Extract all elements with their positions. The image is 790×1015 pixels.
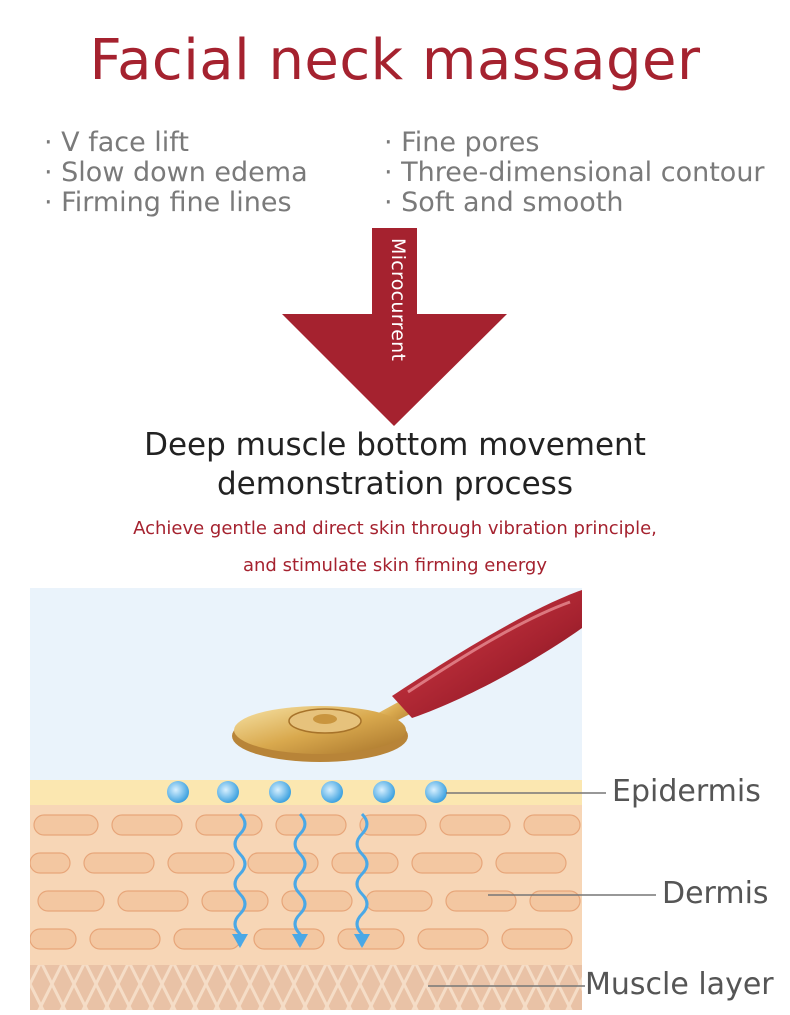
feature-item: · Fine pores xyxy=(384,127,540,158)
feature-item: · Firming fine lines xyxy=(44,187,292,218)
dermis-label: Dermis xyxy=(662,876,769,911)
down-arrow-icon xyxy=(282,228,507,428)
energy-dot-icon xyxy=(321,781,343,803)
muscle-layer-label: Muscle layer xyxy=(585,967,774,1002)
subtitle-line1: Achieve gentle and direct skin through v… xyxy=(133,518,657,539)
massager-device-icon xyxy=(232,590,582,762)
page-title: Facial neck massager xyxy=(89,28,701,93)
feature-item: · Soft and smooth xyxy=(384,187,624,218)
section-heading-line2: demonstration process xyxy=(217,466,573,502)
energy-dot-icon xyxy=(217,781,239,803)
feature-item: · Slow down edema xyxy=(44,157,308,188)
wave-arrow-icon xyxy=(233,812,369,946)
section-heading-line1: Deep muscle bottom movement xyxy=(144,427,646,463)
energy-dot-icon xyxy=(373,781,395,803)
subtitle-line2: and stimulate skin firming energy xyxy=(242,555,547,576)
energy-dot-icon xyxy=(167,781,189,803)
epidermis-label: Epidermis xyxy=(612,774,761,809)
feature-item: · Three-dimensional contour xyxy=(384,157,765,188)
feature-list: · V face lift · Fine pores · Slow down e… xyxy=(44,127,765,218)
arrow-label: Microcurrent xyxy=(387,238,409,362)
energy-dot-icon xyxy=(269,781,291,803)
energy-dot-icon xyxy=(425,781,447,803)
feature-item: · V face lift xyxy=(44,127,189,158)
dermis-cells xyxy=(29,814,581,950)
energy-dots xyxy=(167,781,447,803)
